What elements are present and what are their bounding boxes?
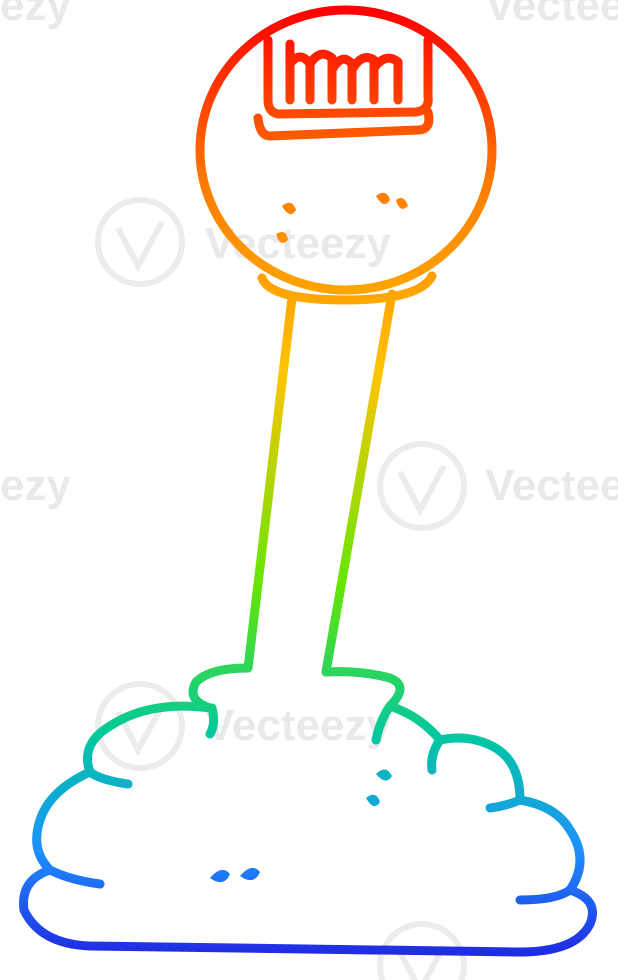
- shine-mark: [240, 867, 260, 881]
- watermark-logo-icon: [95, 197, 467, 980]
- boot-fold: [205, 703, 219, 739]
- boot-fold: [45, 865, 105, 889]
- watermark-text: Vecteezy: [205, 701, 391, 750]
- shine-mark: [376, 192, 390, 205]
- gear-stick-drawing: [19, 5, 597, 957]
- shine-mark: [396, 198, 408, 209]
- boot-fold: [85, 767, 133, 789]
- shaft-left: [243, 293, 297, 673]
- shift-pattern-icon: [263, 35, 433, 119]
- boot-fold: [485, 795, 525, 813]
- watermark-text: Vecteezy: [485, 461, 618, 510]
- shine-mark: [282, 202, 296, 215]
- shine-mark: [366, 794, 380, 807]
- knob-collar: [257, 271, 437, 305]
- shine-mark: [376, 769, 392, 781]
- boot-fold: [427, 735, 445, 775]
- shine-mark: [276, 232, 288, 243]
- shine-mark: [210, 869, 230, 883]
- shaft-right: [321, 289, 397, 677]
- boot-fold: [515, 885, 575, 905]
- boot-fold: [371, 701, 395, 745]
- watermark-text: Vecteezy: [0, 461, 71, 510]
- watermark-text: Vecteezy: [0, 0, 71, 30]
- knob-emblem-base: [253, 107, 434, 141]
- shift-pattern-inner: [285, 39, 403, 105]
- knob-outline: [195, 5, 497, 295]
- watermark-text: Vecteezy: [485, 0, 618, 30]
